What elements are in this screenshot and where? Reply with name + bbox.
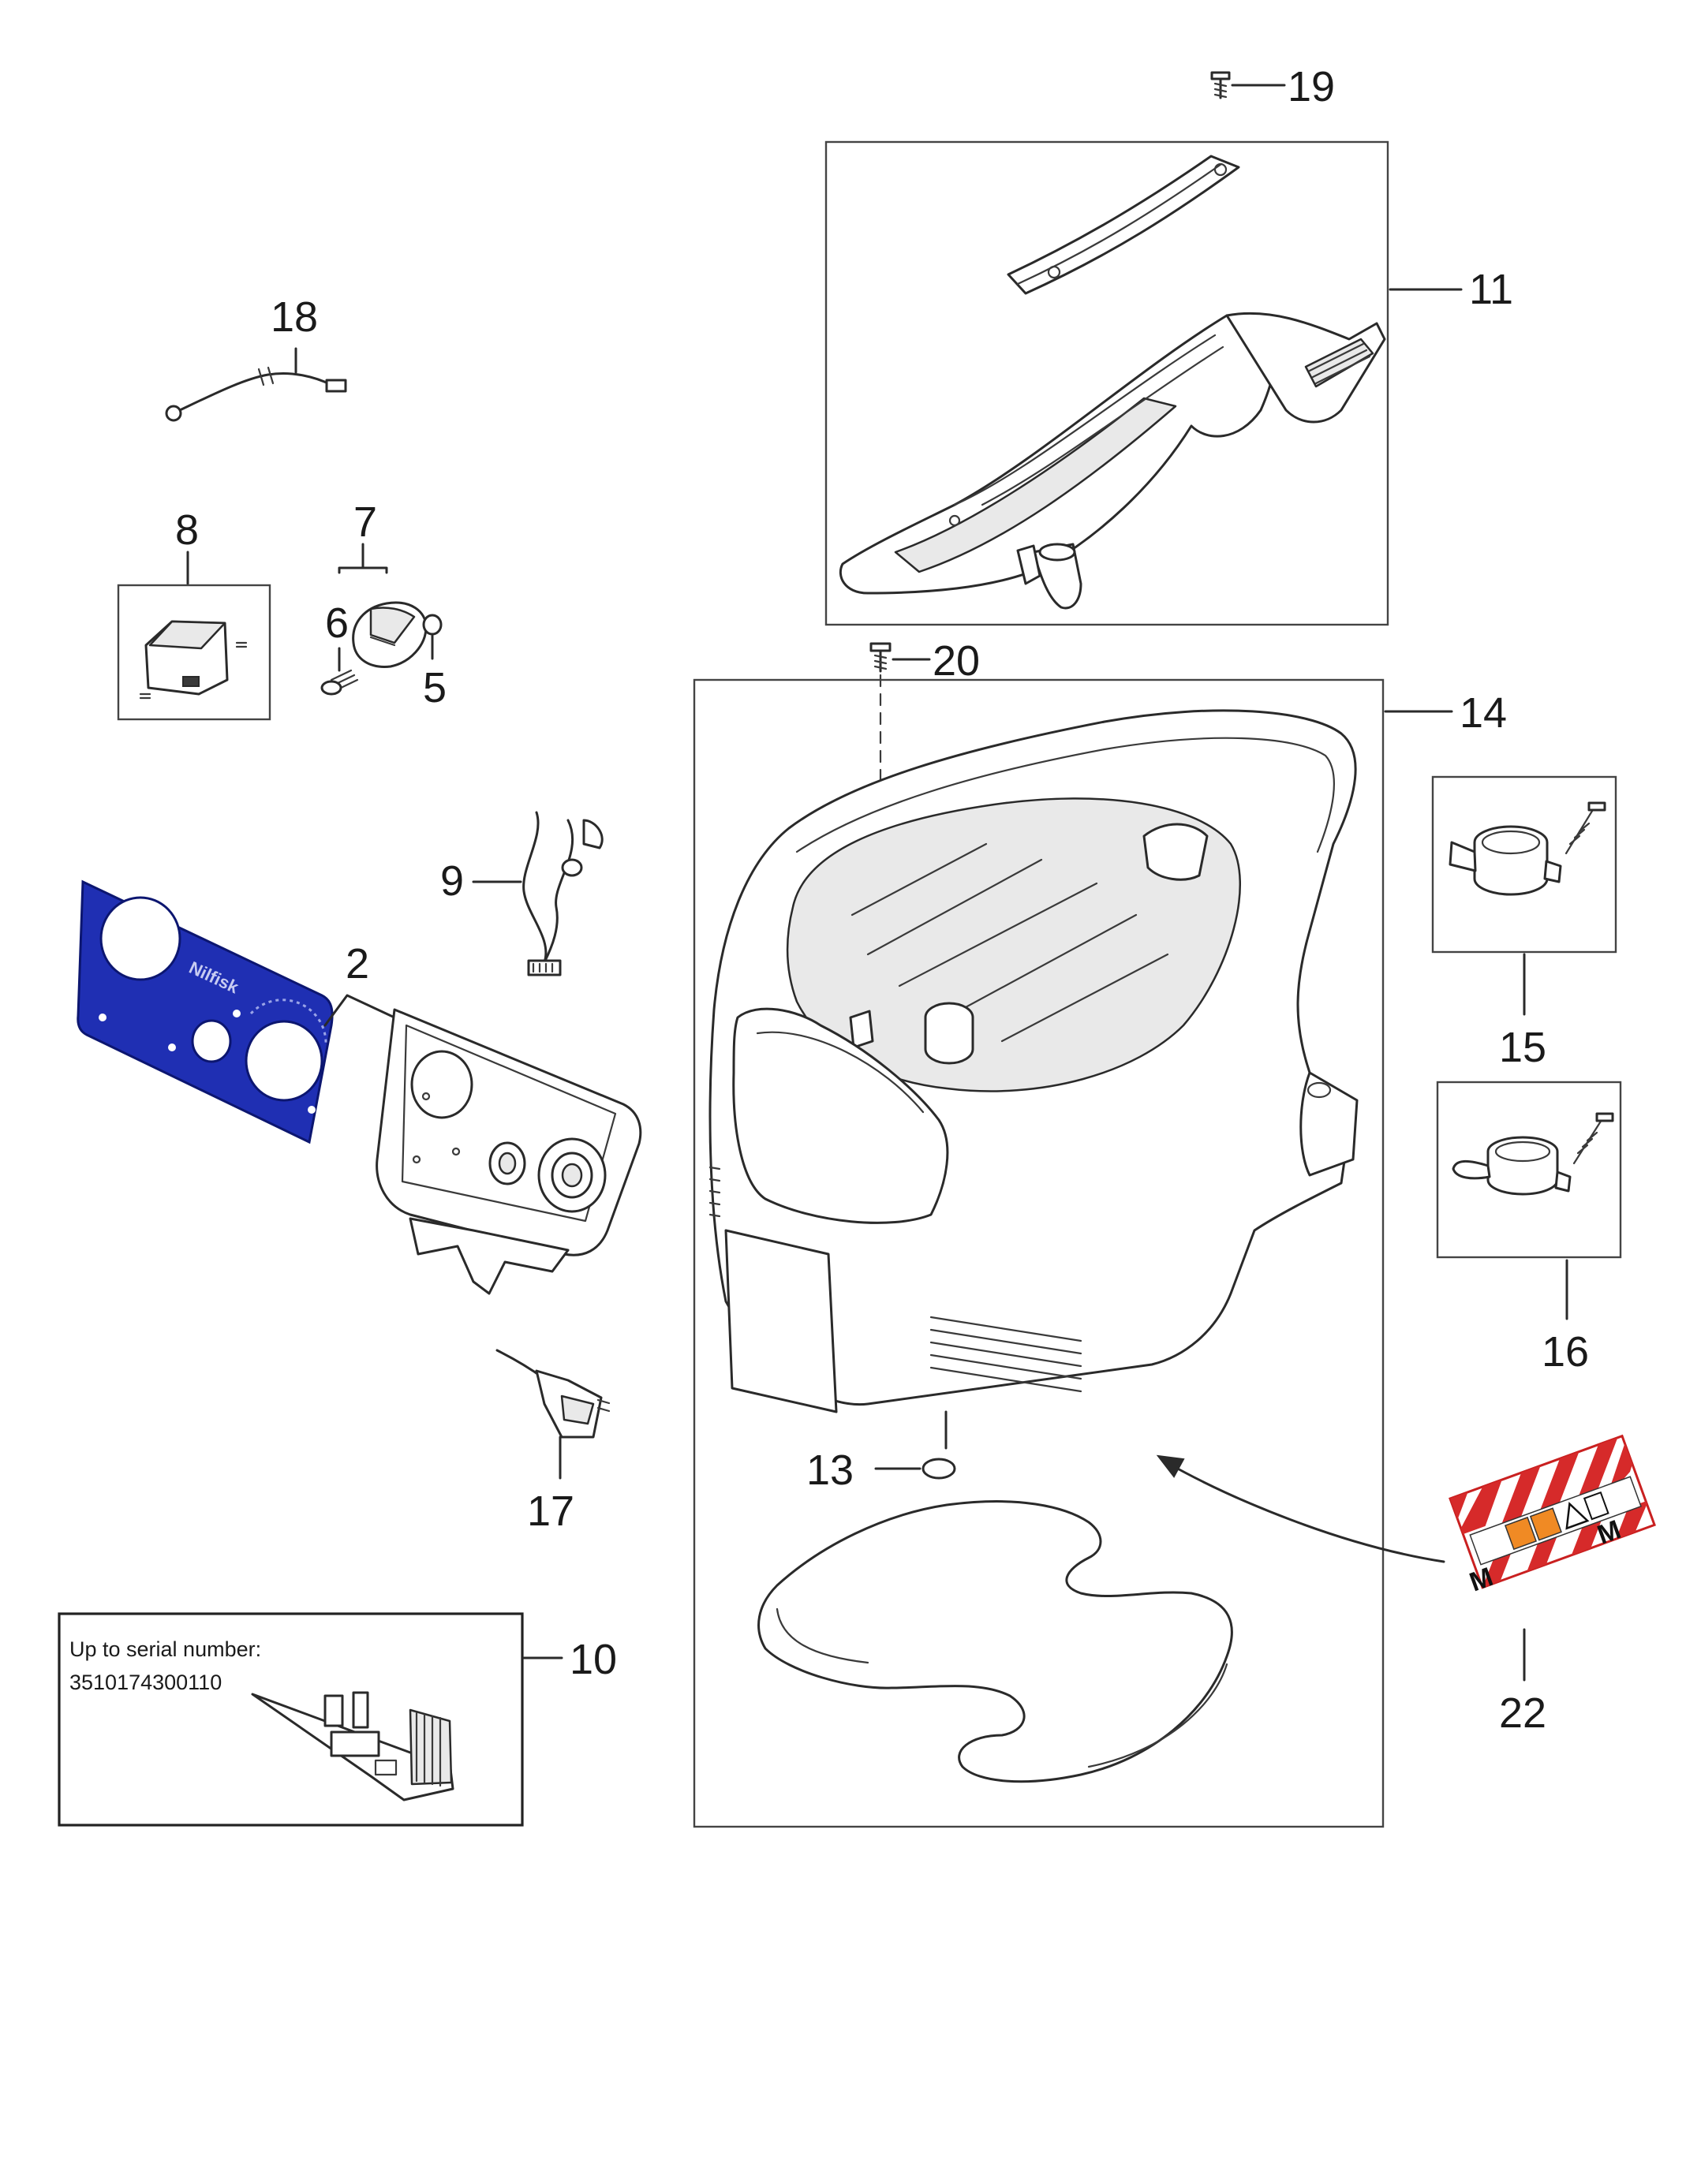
part-15-frame: [1431, 775, 1617, 954]
part-16-frame: [1436, 1081, 1622, 1259]
leader-2: [323, 994, 396, 1027]
callout-6: 6: [325, 599, 349, 647]
callout-20: 20: [933, 637, 980, 685]
part-9-wiring: [522, 811, 604, 976]
part-13-grommet: [922, 1458, 956, 1480]
callout-16: 16: [1542, 1328, 1589, 1376]
part-18-cable: [165, 366, 347, 422]
filter-pad: [757, 1500, 1233, 1783]
callout-10: 10: [570, 1636, 617, 1683]
leader-7: [338, 543, 388, 574]
callout-14: 14: [1460, 689, 1507, 737]
part-19-screw: [1210, 71, 1231, 99]
callout-17: 17: [527, 1488, 574, 1535]
part-17-plug: [495, 1349, 611, 1439]
part-5-oring: [422, 614, 443, 636]
placement-arrow: [1166, 1462, 1445, 1563]
callout-13: 13: [806, 1447, 854, 1494]
part-10-frame: [58, 1612, 524, 1827]
part-10-pcb: [251, 1691, 454, 1801]
part-11-handle: [839, 155, 1386, 610]
callout-11: 11: [1469, 266, 1513, 313]
blue-front-plate: [77, 879, 334, 1144]
part-15-clamp: [1449, 801, 1606, 896]
part-6-screw: [320, 669, 359, 696]
callout-2: 2: [346, 940, 369, 987]
part-11-frame: [824, 140, 1389, 626]
part-20-screw: [869, 642, 892, 673]
placement-arrow-head: [1156, 1454, 1185, 1478]
serial-note-number: 3510174300110: [69, 1671, 222, 1694]
callout-18: 18: [271, 293, 318, 341]
part-7-knob: [352, 601, 428, 668]
part-22-warning-label: [1449, 1434, 1656, 1589]
callout-19: 19: [1288, 63, 1335, 110]
callout-5: 5: [423, 664, 447, 711]
part-16-clamp: [1452, 1112, 1614, 1196]
part-8-switch: [139, 620, 248, 700]
part-14-housing: [708, 709, 1359, 1413]
callout-7: 7: [353, 498, 377, 546]
serial-note-heading: Up to serial number:: [69, 1637, 261, 1661]
part-8-frame: [117, 584, 271, 721]
callout-8: 8: [175, 506, 199, 554]
callout-22: 22: [1499, 1689, 1546, 1737]
part-14-frame: [693, 678, 1385, 1828]
part-2-control-housing: [376, 1008, 642, 1295]
callout-15: 15: [1499, 1024, 1546, 1071]
callout-9: 9: [440, 857, 464, 905]
